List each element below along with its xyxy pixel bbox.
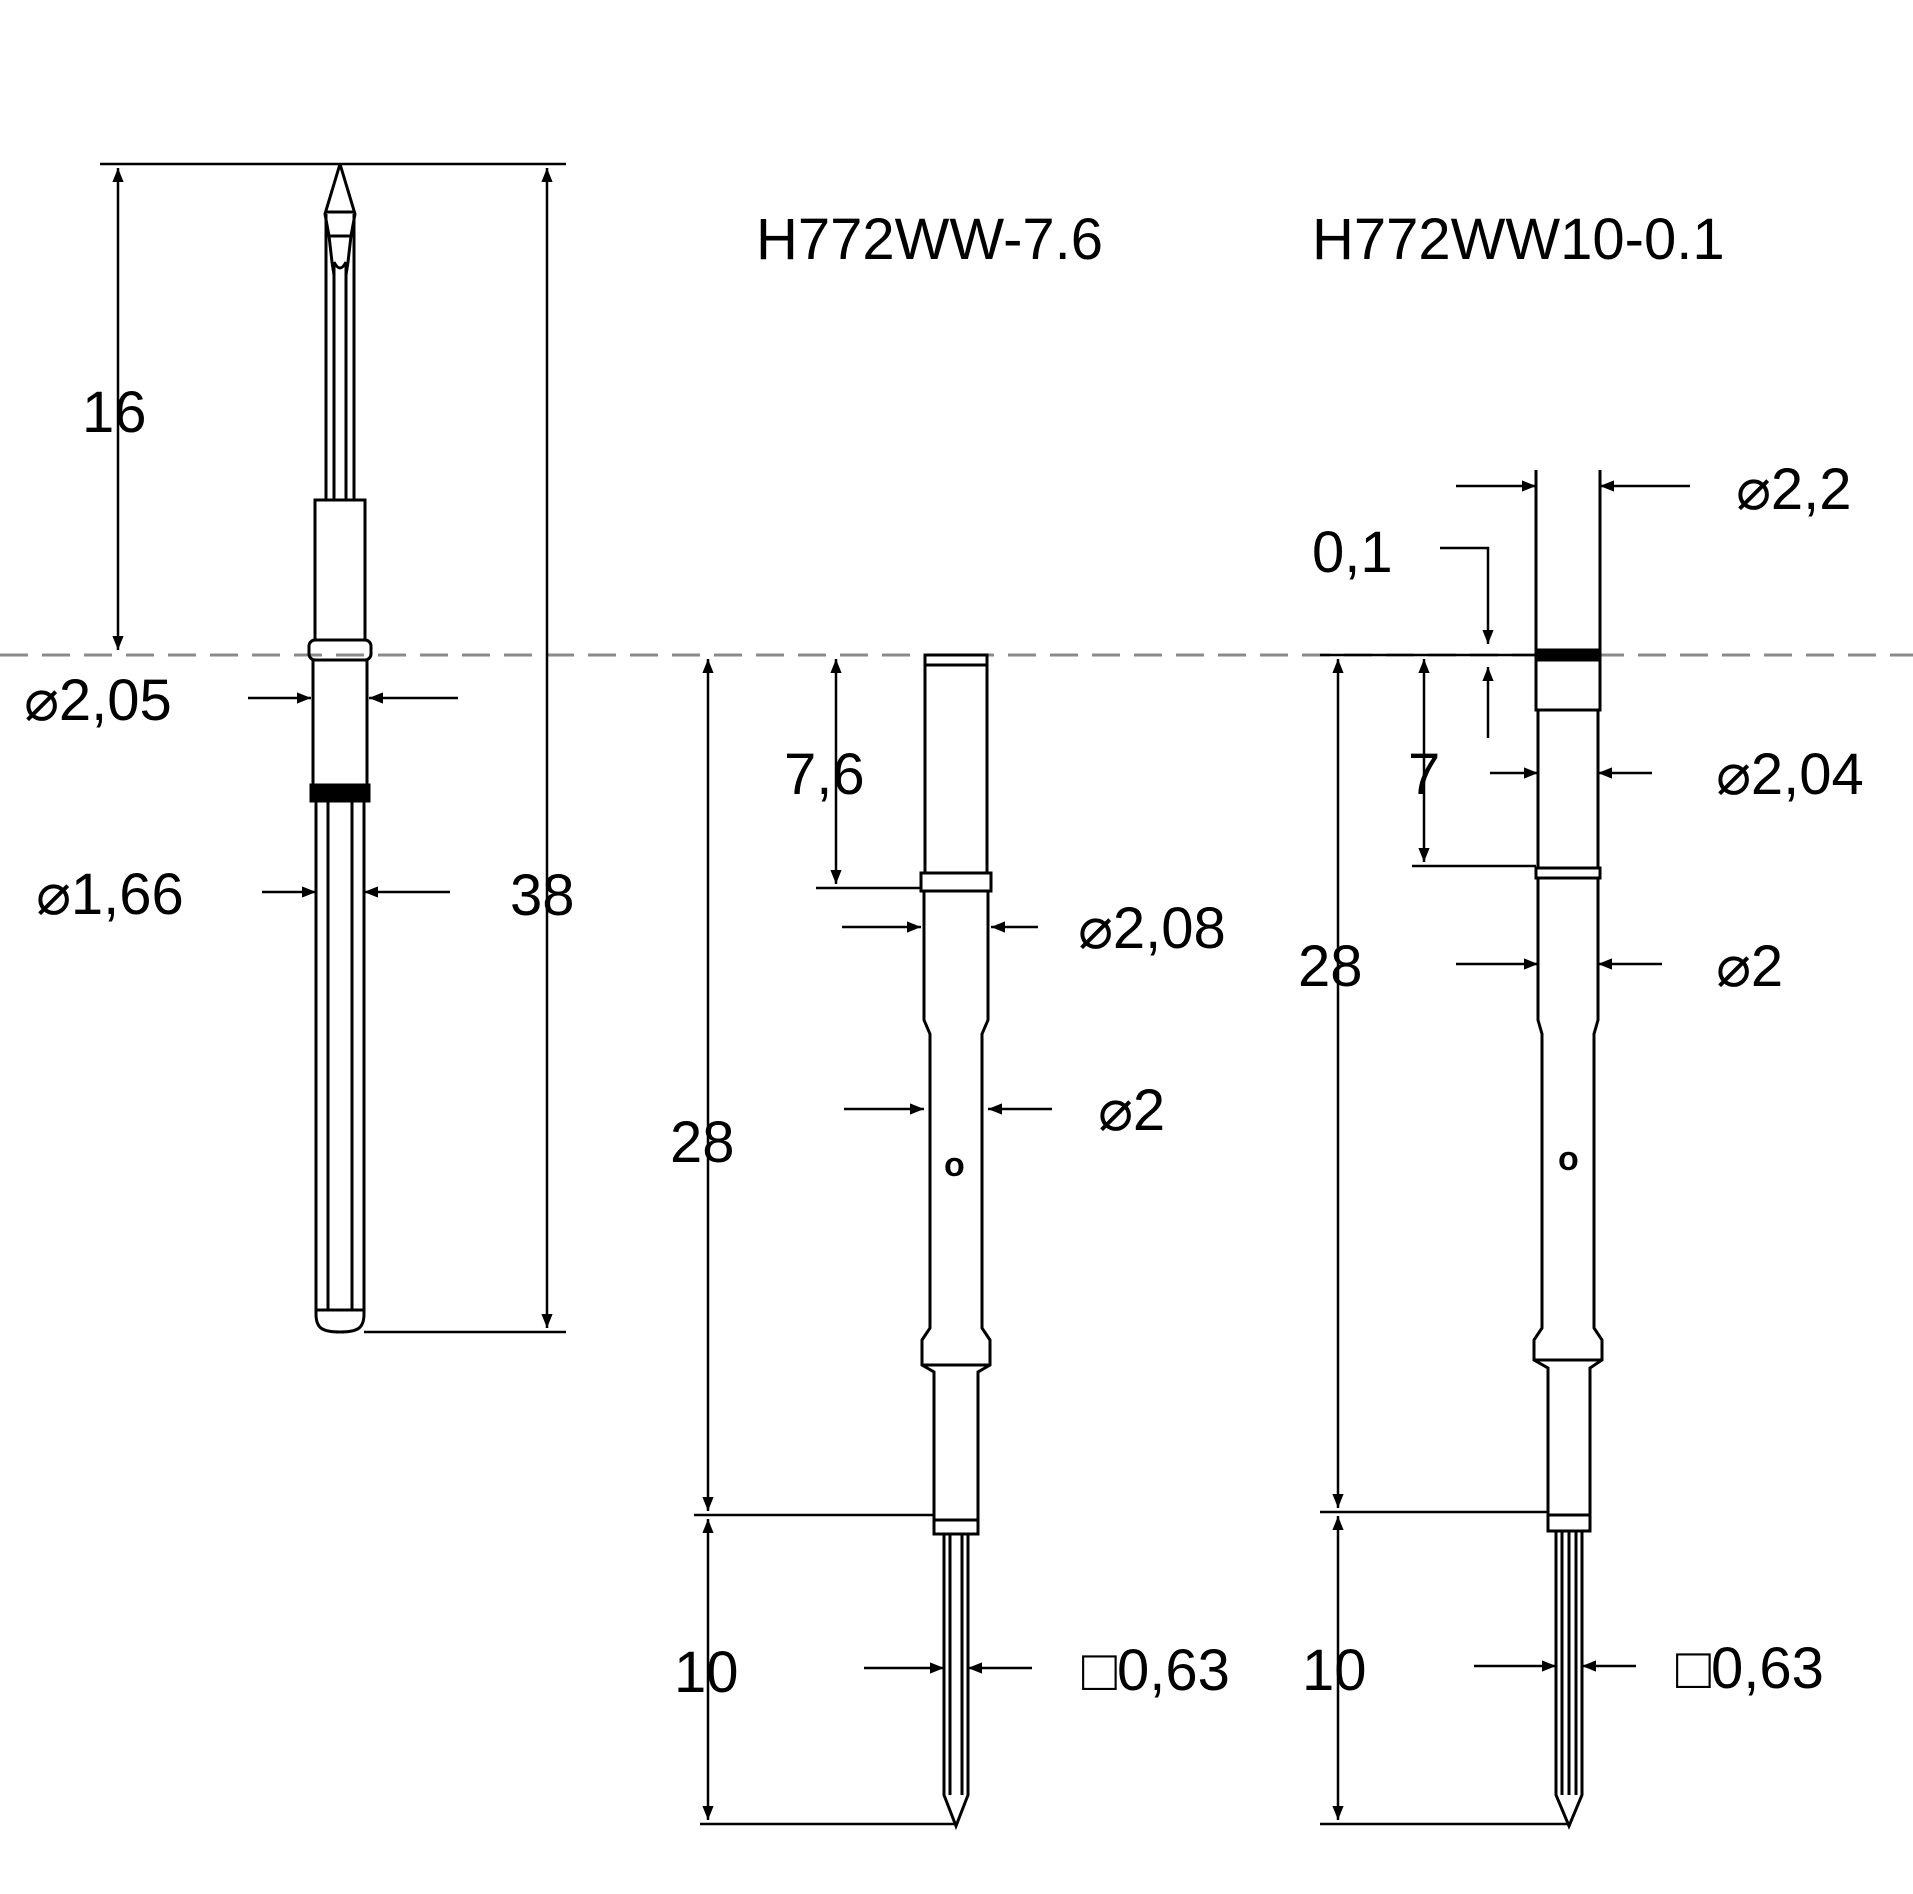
rcpt-a-post-square: □0,63 <box>1082 1638 1230 1703</box>
receptacle-a-dimensions <box>694 659 1052 1826</box>
rcpt-a-tail-length: 10 <box>674 1640 739 1705</box>
probe-total-length: 38 <box>510 863 575 928</box>
rcpt-b-top-diameter: ⌀2,04 <box>1716 742 1864 807</box>
rcpt-a-top-diameter: ⌀2,08 <box>1078 896 1226 961</box>
rcpt-a-top-length: 7,6 <box>784 742 865 807</box>
receptacle-b-dimensions <box>1320 480 1690 1826</box>
model-title-b: H772WW10-0.1 <box>1312 207 1725 272</box>
rcpt-b-post-square: □0,63 <box>1676 1636 1824 1701</box>
rcpt-a-body-diameter: ⌀2 <box>1098 1078 1165 1143</box>
rcpt-b-top-length: 7 <box>1408 742 1440 807</box>
rcpt-b-mark: o <box>1558 1140 1579 1178</box>
rcpt-b-head-diameter: ⌀2,2 <box>1736 457 1852 522</box>
probe-outline <box>307 163 373 1334</box>
rcpt-a-body-length: 28 <box>670 1110 735 1175</box>
rcpt-a-mark: o <box>944 1146 965 1184</box>
probe-dimensions <box>100 162 566 1334</box>
model-title-a: H772WW-7.6 <box>756 207 1103 272</box>
rcpt-b-offset: 0,1 <box>1312 520 1393 585</box>
rcpt-b-tail-length: 10 <box>1302 1638 1367 1703</box>
rcpt-b-body-diameter: ⌀2 <box>1716 934 1783 999</box>
receptacle-a-outline <box>919 653 993 1831</box>
probe-body-diameter: ⌀1,66 <box>36 862 184 927</box>
probe-tip-length: 16 <box>82 380 147 445</box>
rcpt-b-body-length: 28 <box>1298 934 1363 999</box>
probe-collar-diameter: ⌀2,05 <box>24 668 172 733</box>
receptacle-b-outline <box>1532 470 1604 1830</box>
